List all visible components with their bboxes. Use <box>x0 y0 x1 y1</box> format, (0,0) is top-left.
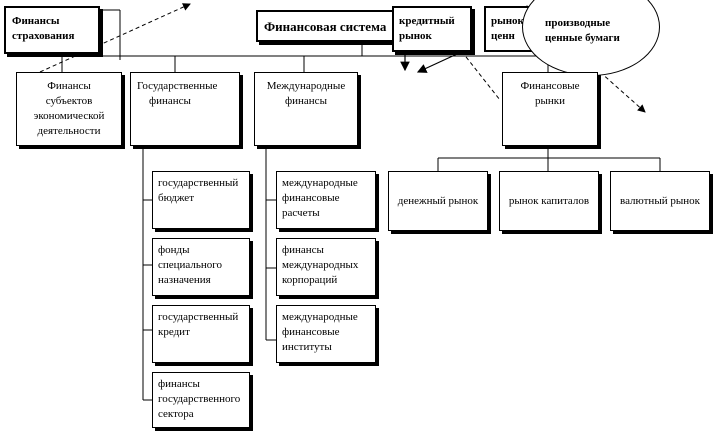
root-node: Финансовая система <box>256 10 396 42</box>
node-line: фонды <box>158 244 190 256</box>
node-line: финансы <box>158 378 200 390</box>
node-line: международные <box>282 177 358 189</box>
node-line: бюджет <box>158 192 194 204</box>
derivatives-label: производные ценные бумаги <box>540 12 625 50</box>
node-currency-market: валютный рынок <box>610 171 710 231</box>
node-line: государственный <box>158 311 239 323</box>
node-financial-markets: Финансовые рынки <box>502 72 598 146</box>
node-line: Государственные <box>137 80 218 92</box>
node-line: субъектов <box>45 95 93 107</box>
node-public-sector-finance: финансы государственного сектора <box>152 372 250 428</box>
node-state-budget: государственный бюджет <box>152 171 250 229</box>
node-line: деятельности <box>37 125 101 137</box>
arrow-diag-credit <box>416 47 471 73</box>
node-economic-entities-finance: Финансы субъектов экономической деятельн… <box>16 72 122 146</box>
node-line: Финансовые <box>520 80 580 92</box>
node-line: финансы <box>285 95 327 107</box>
node-line: международных <box>282 259 359 271</box>
insurance-line-1: Финансы <box>12 15 60 27</box>
node-line: расчеты <box>282 207 320 219</box>
insurance-line-2: страхования <box>12 30 75 42</box>
insurance-finance-box: Финансы страхования <box>4 6 100 54</box>
node-line: государственного <box>158 393 241 405</box>
node-line: рынки <box>534 95 565 107</box>
securities-line-1: рынок <box>491 15 524 27</box>
node-state-credit: государственный кредит <box>152 305 250 363</box>
node-line: Международные <box>266 80 346 92</box>
node-international-corporations: финансы международных корпораций <box>276 238 376 296</box>
root-label: Финансовая система <box>264 18 387 34</box>
dashed-arrow-derivatives <box>599 71 646 113</box>
node-state-finance: Государственные финансы <box>130 72 240 146</box>
node-line: финансовые <box>282 192 340 204</box>
node-line: финансы <box>282 244 324 256</box>
credit-line-1: кредитный <box>399 15 455 27</box>
node-line: Финансы <box>47 80 91 92</box>
node-line: специального <box>158 259 223 271</box>
node-line: назначения <box>158 274 211 286</box>
node-line: корпораций <box>282 274 338 286</box>
derivatives-line-1: производные <box>545 17 611 29</box>
node-line: финансы <box>149 95 191 107</box>
node-international-institutions: международные финансовые институты <box>276 305 376 363</box>
node-line: валютный рынок <box>620 194 700 207</box>
node-line: институты <box>282 341 332 353</box>
node-international-settlements: международные финансовые расчеты <box>276 171 376 229</box>
node-line: государственный <box>158 177 239 189</box>
node-line: экономической <box>33 110 105 122</box>
node-line: сектора <box>158 408 194 420</box>
node-line: денежный рынок <box>397 194 479 207</box>
credit-line-2: рынок <box>399 30 432 42</box>
credit-market-box: кредитный рынок <box>392 6 472 52</box>
securities-line-2: ценн <box>491 30 515 42</box>
node-money-market: денежный рынок <box>388 171 488 231</box>
node-line: кредит <box>158 326 190 338</box>
node-international-finance: Международные финансы <box>254 72 358 146</box>
node-capital-market: рынок капиталов <box>499 171 599 231</box>
node-line: международные <box>282 311 358 323</box>
node-special-funds: фонды специального назначения <box>152 238 250 296</box>
node-line: рынок капиталов <box>508 194 590 207</box>
derivatives-line-2: ценные бумаги <box>545 32 620 44</box>
node-line: финансовые <box>282 326 340 338</box>
